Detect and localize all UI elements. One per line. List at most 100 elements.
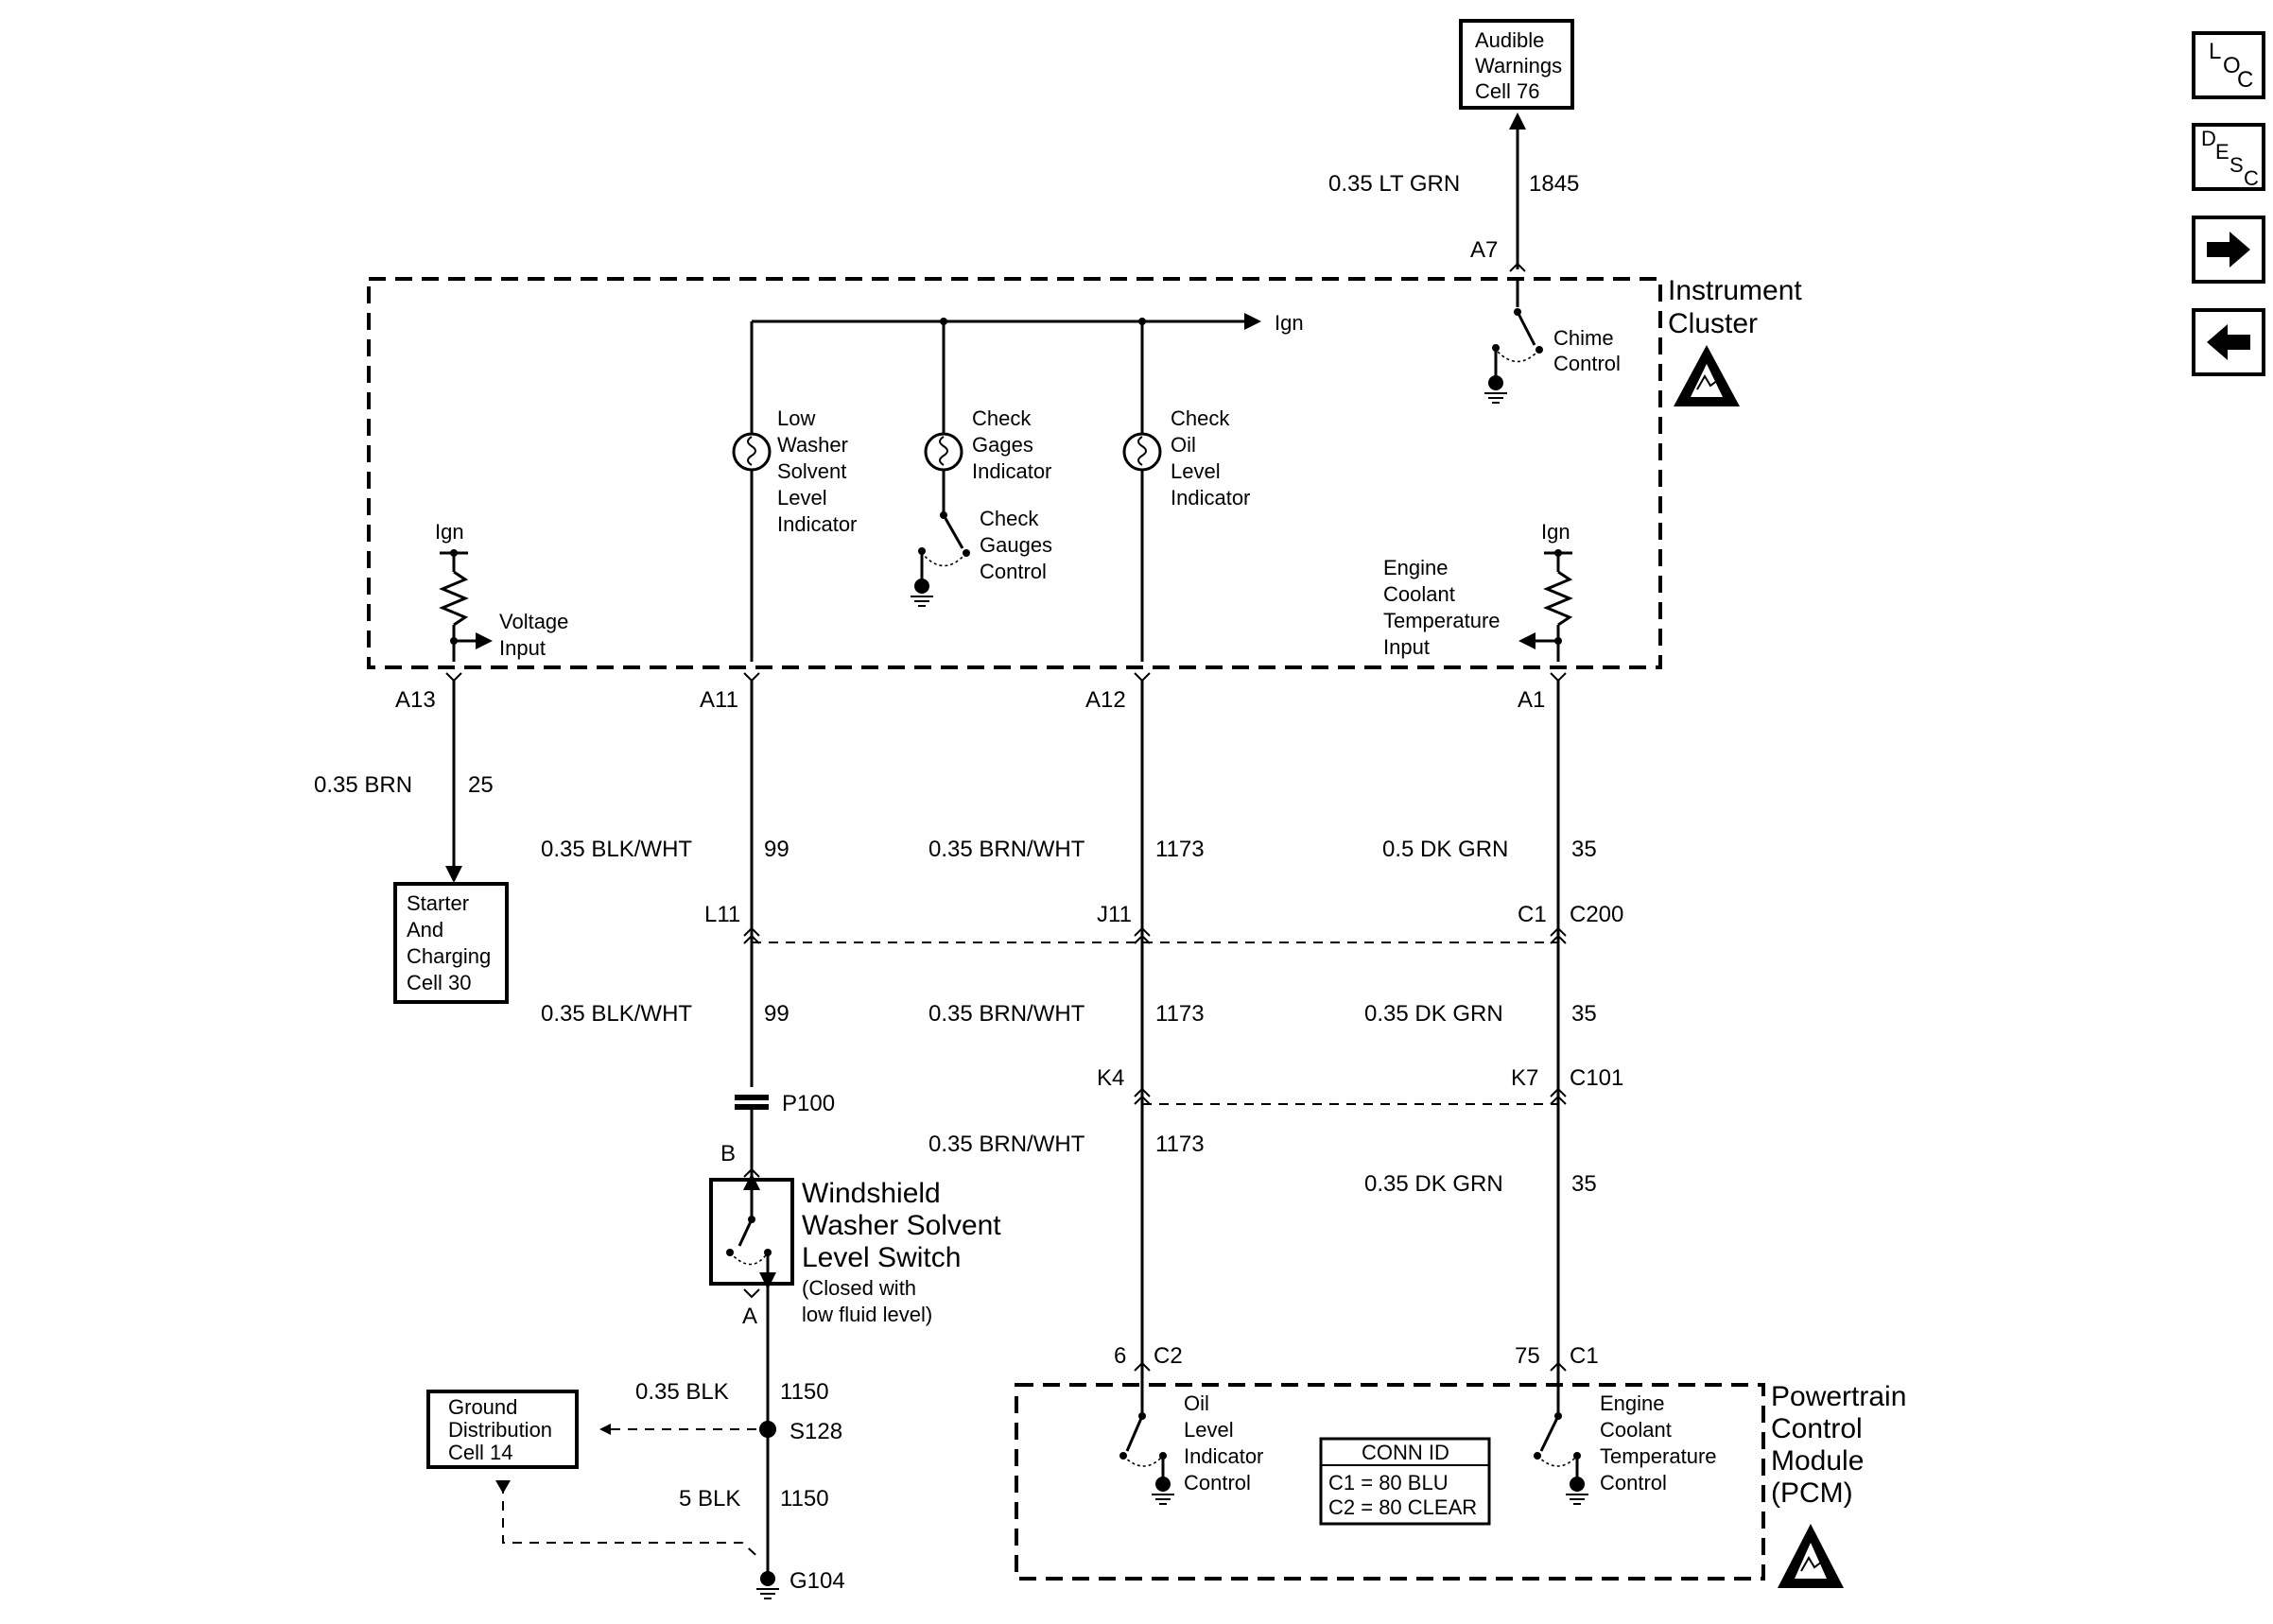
- pin-c1-c200: C1: [1518, 902, 1547, 927]
- check-gages-indicator-lamp-icon: [924, 432, 963, 472]
- voltage-input-label: Voltage Input: [499, 610, 568, 660]
- svg-text:Indicator: Indicator: [972, 459, 1051, 483]
- wire-35-gauge-c: 0.35 DK GRN: [1364, 1171, 1503, 1197]
- previous-button[interactable]: [2192, 308, 2265, 376]
- wire-1173-circuit-a: 1173: [1155, 837, 1205, 862]
- svg-text:Distribution: Distribution: [448, 1418, 552, 1442]
- svg-text:Indicator: Indicator: [777, 512, 857, 536]
- oil-level-control-switch: [1119, 1385, 1174, 1505]
- svg-text:Washer: Washer: [777, 433, 848, 457]
- ect-input-label: Engine Coolant Temperature Input: [1383, 556, 1501, 659]
- wire-35-gauge-b: 0.35 DK GRN: [1364, 1001, 1503, 1027]
- low-washer-indicator-lamp-icon: [732, 432, 772, 472]
- svg-text:Cell 30: Cell 30: [407, 971, 471, 994]
- svg-text:Engine: Engine: [1383, 556, 1449, 579]
- audible-warnings-ref[interactable]: Audible Warnings Cell 76: [1459, 19, 1574, 110]
- svg-text:Cell 76: Cell 76: [1475, 79, 1539, 103]
- wire-1150-gauge-a: 0.35 BLK: [635, 1379, 729, 1405]
- instrument-cluster-label: Instrument Cluster: [1668, 275, 1802, 339]
- svg-text:C1 = 80 BLU: C1 = 80 BLU: [1328, 1471, 1449, 1494]
- svg-text:low fluid level): low fluid level): [802, 1303, 932, 1326]
- svg-text:Module: Module: [1771, 1445, 1864, 1477]
- svg-text:Low: Low: [777, 406, 815, 430]
- svg-text:Check: Check: [980, 507, 1039, 530]
- loc-button[interactable]: L O C: [2192, 31, 2265, 99]
- right-arrow-icon: [2207, 232, 2250, 268]
- pin-a12: A12: [1085, 687, 1126, 713]
- svg-text:Oil: Oil: [1184, 1391, 1209, 1415]
- pin-a: A: [742, 1304, 757, 1329]
- chime-control-label: Chime Control: [1553, 326, 1621, 375]
- svg-text:C: C: [2237, 67, 2253, 93]
- wire-35-circuit-c: 35: [1571, 1171, 1597, 1197]
- svg-text:E: E: [2215, 140, 2230, 164]
- svg-text:Warnings: Warnings: [1475, 54, 1562, 78]
- svg-text:C: C: [2244, 166, 2259, 190]
- svg-text:Oil: Oil: [1171, 433, 1196, 457]
- svg-text:CONN ID: CONN ID: [1362, 1441, 1449, 1464]
- svg-text:Coolant: Coolant: [1383, 582, 1455, 606]
- chime-control-switch: [1484, 279, 1543, 404]
- connector-a: [743, 1288, 760, 1299]
- svg-text:Instrument: Instrument: [1668, 275, 1802, 306]
- svg-text:Gauges: Gauges: [980, 533, 1052, 557]
- svg-text:Check: Check: [972, 406, 1032, 430]
- svg-text:C2 = 80 CLEAR: C2 = 80 CLEAR: [1328, 1495, 1477, 1519]
- svg-text:D: D: [2201, 127, 2216, 150]
- svg-text:Ign: Ign: [435, 520, 464, 544]
- connector-a7: [1509, 262, 1526, 272]
- conn-id-table: CONN ID C1 = 80 BLU C2 = 80 CLEAR: [1319, 1437, 1491, 1526]
- pin-6: 6: [1114, 1343, 1126, 1369]
- wire-35-circuit-b: 35: [1571, 1001, 1597, 1027]
- pin-a11: A11: [700, 687, 738, 713]
- wire-25-gauge: 0.35 BRN: [314, 772, 412, 798]
- wire-35-circuit-a: 35: [1571, 837, 1597, 862]
- pin-j11: J11: [1097, 902, 1132, 927]
- svg-text:Control: Control: [1771, 1413, 1863, 1444]
- svg-text:Level: Level: [777, 486, 827, 510]
- wire-1150-circuit-b: 1150: [780, 1486, 829, 1512]
- pin-k7: K7: [1511, 1065, 1538, 1091]
- svg-text:Temperature: Temperature: [1383, 609, 1501, 632]
- wire-99-gauge-a: 0.35 BLK/WHT: [541, 837, 692, 862]
- wire-1173-gauge-b: 0.35 BRN/WHT: [928, 1001, 1085, 1027]
- pin-p100: P100: [782, 1091, 835, 1116]
- svg-text:Level: Level: [1184, 1418, 1234, 1442]
- svg-text:(Closed with: (Closed with: [802, 1276, 916, 1300]
- svg-text:Control: Control: [1184, 1471, 1251, 1494]
- svg-text:Input: Input: [499, 636, 546, 660]
- esd-warning-icon: [1674, 345, 1740, 406]
- washer-switch-label: Windshield Washer Solvent Level Switch: [802, 1178, 1001, 1273]
- check-oil-indicator-lamp-icon: [1122, 432, 1162, 472]
- pcm-label: Powertrain Control Module (PCM): [1771, 1381, 1906, 1509]
- pin-s128: S128: [789, 1419, 842, 1444]
- svg-text:Indicator: Indicator: [1171, 486, 1250, 510]
- wire-25-circuit: 25: [468, 772, 494, 798]
- washer-level-switch: [709, 1173, 794, 1289]
- pin-a7: A7: [1470, 237, 1498, 263]
- washer-switch-note: (Closed with low fluid level): [802, 1276, 932, 1326]
- ign-bus-label: Ign: [1275, 311, 1304, 335]
- p100-connector: [735, 1095, 769, 1110]
- low-washer-indicator-label: Low Washer Solvent Level Indicator: [777, 406, 857, 536]
- wire-99-gauge-b: 0.35 BLK/WHT: [541, 1001, 692, 1027]
- wire-1845-circuit: 1845: [1529, 171, 1579, 197]
- svg-text:Ign: Ign: [1541, 520, 1570, 544]
- wire-1150-circuit-a: 1150: [780, 1379, 829, 1405]
- ect-control-switch: [1534, 1385, 1588, 1505]
- pin-a13: A13: [395, 687, 436, 713]
- next-button[interactable]: [2192, 216, 2265, 284]
- pin-c101: C101: [1570, 1065, 1623, 1091]
- pcm-boundary: [1015, 1383, 1765, 1581]
- svg-text:Engine: Engine: [1600, 1391, 1665, 1415]
- svg-text:Charging: Charging: [407, 944, 491, 968]
- pin-75: 75: [1515, 1343, 1540, 1369]
- svg-text:L: L: [2209, 39, 2221, 64]
- starter-charging-ref[interactable]: Starter And Charging Cell 30: [393, 882, 509, 1004]
- splice-s128: [759, 1421, 776, 1438]
- svg-text:Starter: Starter: [407, 891, 469, 915]
- desc-button[interactable]: D E S C: [2192, 123, 2265, 191]
- svg-text:Level Switch: Level Switch: [802, 1242, 961, 1273]
- ground-distribution-ref[interactable]: Ground Distribution Cell 14: [426, 1390, 579, 1469]
